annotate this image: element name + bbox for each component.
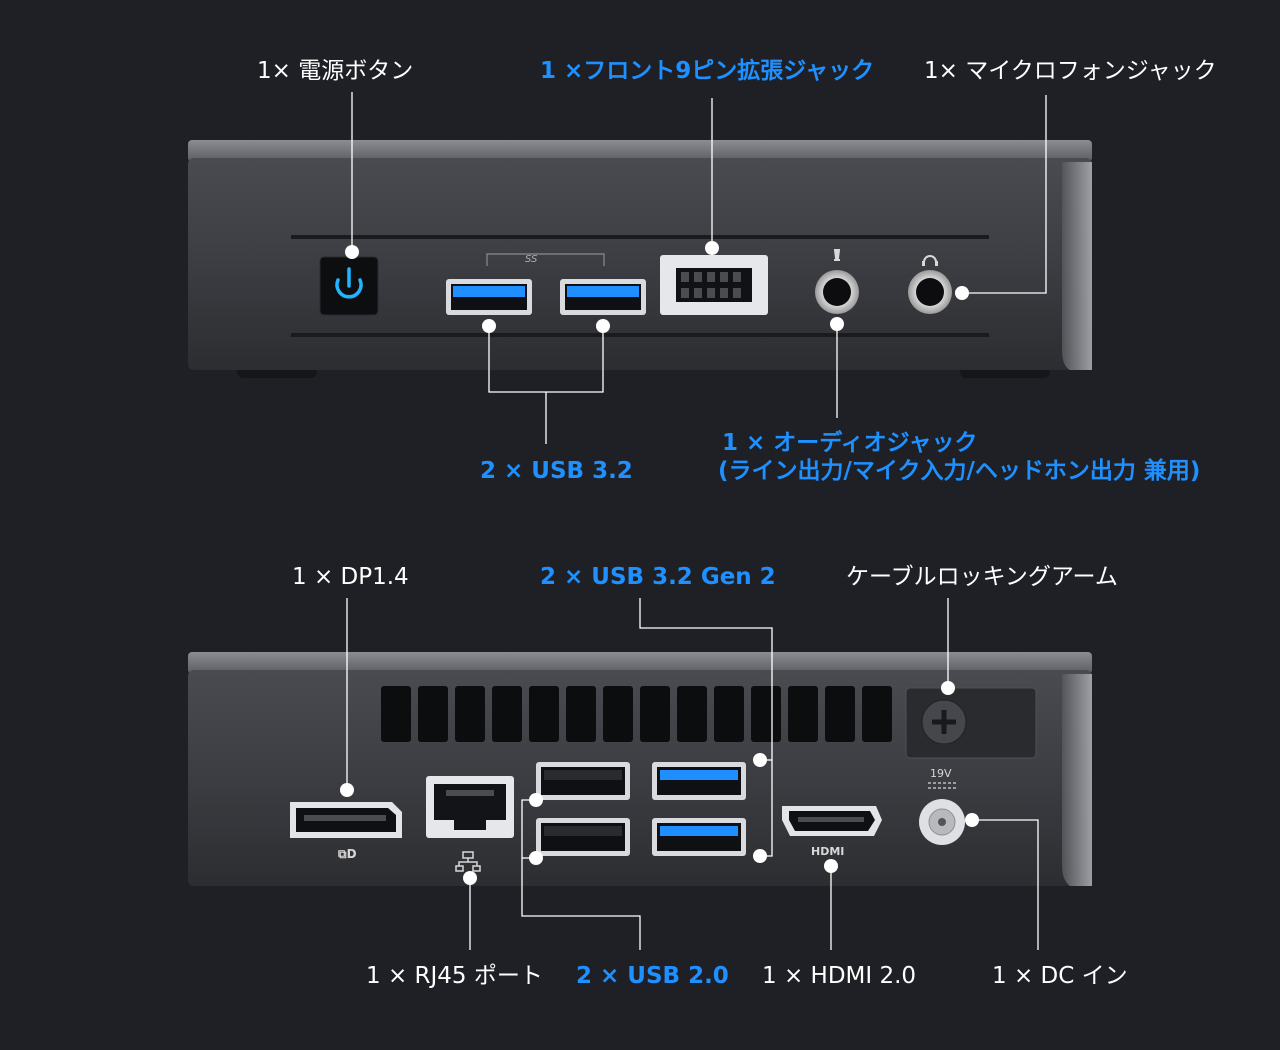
headphone-icon	[923, 255, 937, 263]
label-rj45: 1 × RJ45 ポート	[366, 963, 543, 989]
network-icon	[455, 851, 481, 872]
label-rear-usb-gen2: 2 × USB 3.2 Gen 2	[540, 564, 776, 590]
rear-lid	[188, 652, 1092, 674]
vent-slot	[677, 686, 707, 742]
rear-hdmi-port: HDMI	[782, 806, 882, 858]
label-audio-jack-line2: (ライン出力/マイク入力/ヘッドホン出力 兼用)	[718, 458, 1201, 484]
front-body	[188, 158, 1092, 370]
vent-slot	[640, 686, 670, 742]
front-leader-lines	[351, 92, 1047, 444]
vent-slot	[751, 686, 781, 742]
vent-slot	[492, 686, 522, 742]
front-audio-jack	[815, 249, 859, 314]
rear-dc-in-port: 19V	[919, 767, 965, 845]
label-front-9pin: 1 ×フロント9ピン拡張ジャック	[540, 58, 875, 84]
label-mic-jack: 1× マイクロフォンジャック	[924, 58, 1217, 84]
rear-vents	[381, 686, 892, 742]
microphone-icon	[833, 249, 841, 261]
rear-usb3-gen2-ports	[652, 762, 746, 856]
front-side-bevel	[1062, 162, 1092, 370]
vent-slot	[381, 686, 411, 742]
front-leader-dots	[345, 241, 969, 333]
dp-logo-icon: ⧉D	[338, 847, 357, 861]
ss-mark: SS	[525, 254, 538, 265]
front-groove-bottom	[291, 333, 989, 337]
rear-leader-dots	[340, 681, 979, 885]
front-lid	[188, 140, 1092, 162]
vent-slot	[603, 686, 633, 742]
rear-dp-port: ⧉D	[290, 802, 402, 861]
dc-voltage-mark: 19V	[930, 767, 952, 780]
label-power-button: 1× 電源ボタン	[257, 58, 414, 84]
vent-slot	[862, 686, 892, 742]
front-panel: SS	[188, 140, 1092, 378]
front-usb-ports: SS	[446, 253, 646, 315]
vent-slot	[714, 686, 744, 742]
label-audio-jack-line1: 1 × オーディオジャック	[722, 430, 978, 456]
vent-slot	[455, 686, 485, 742]
label-hdmi: 1 × HDMI 2.0	[762, 963, 917, 989]
label-front-usb: 2 × USB 3.2	[480, 458, 633, 484]
hdmi-mark: HDMI	[811, 845, 844, 858]
vent-slot	[788, 686, 818, 742]
vent-slot	[529, 686, 559, 742]
rear-rj45-port	[426, 776, 514, 872]
label-rear-usb2: 2 × USB 2.0	[576, 963, 729, 989]
rear-side-bevel	[1062, 674, 1092, 886]
vent-slot	[825, 686, 855, 742]
rear-usb2-ports	[536, 762, 630, 856]
label-dp: 1 × DP1.4	[292, 564, 409, 590]
vent-slot	[418, 686, 448, 742]
front-mic-jack	[908, 255, 952, 314]
cable-lock-arm	[905, 687, 1037, 759]
power-button	[319, 256, 379, 316]
label-cable-lock: ケーブルロッキングアーム	[846, 564, 1118, 590]
power-icon	[335, 278, 363, 299]
vent-slot	[566, 686, 596, 742]
front-groove-top	[291, 235, 989, 239]
label-dc-in: 1 × DC イン	[992, 963, 1128, 989]
front-9pin-header	[660, 255, 768, 315]
rear-panel: ⧉D	[188, 652, 1092, 886]
